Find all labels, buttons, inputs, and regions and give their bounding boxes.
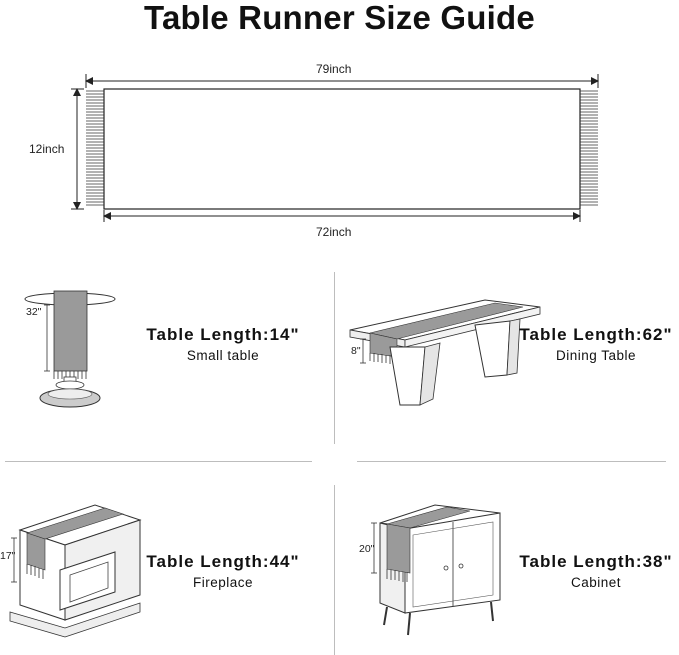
right-fringe (580, 90, 598, 206)
cabinet-name: Cabinet (570, 575, 622, 590)
panel-fireplace: Table Length:44" Fireplace (128, 552, 318, 592)
divider-horizontal-right (357, 461, 666, 462)
fireplace-height-label: 17" (0, 550, 16, 562)
divider-horizontal-left (5, 461, 312, 462)
left-fringe (86, 90, 104, 206)
cabinet-length-label: Table Length:38" (519, 552, 673, 571)
dining-table-name: Dining Table (555, 348, 637, 363)
body-length-label: 72inch (316, 225, 352, 239)
small-table-height-label: 32" (26, 306, 42, 318)
small-table-name: Small table (186, 348, 260, 363)
page-title: Table Runner Size Guide (144, 0, 535, 36)
small-table-length-label: Table Length:14" (146, 325, 300, 344)
panel-cabinet: Table Length:38" Cabinet (510, 552, 679, 592)
cabinet-illustration (371, 504, 501, 636)
divider-vertical-bottom (334, 485, 335, 655)
dining-table-illustration (349, 299, 541, 406)
panel-small-table: Table Length:14" Small table (128, 325, 318, 365)
cabinet-height-label: 20" (359, 543, 375, 555)
dining-table-height-label: 8" (351, 345, 361, 357)
total-length-label: 79inch (316, 62, 352, 76)
small-table-illustration (24, 290, 116, 408)
divider-vertical-top (334, 272, 335, 444)
width-label: 12inch (29, 142, 65, 156)
fireplace-name: Fireplace (192, 575, 254, 590)
runner-diagram (71, 74, 599, 222)
dining-table-length-label: Table Length:62" (519, 325, 673, 344)
panel-dining-table: Table Length:62" Dining Table (510, 325, 679, 365)
runner-body (103, 88, 581, 210)
fireplace-length-label: Table Length:44" (146, 552, 300, 571)
fireplace-illustration (9, 504, 142, 638)
